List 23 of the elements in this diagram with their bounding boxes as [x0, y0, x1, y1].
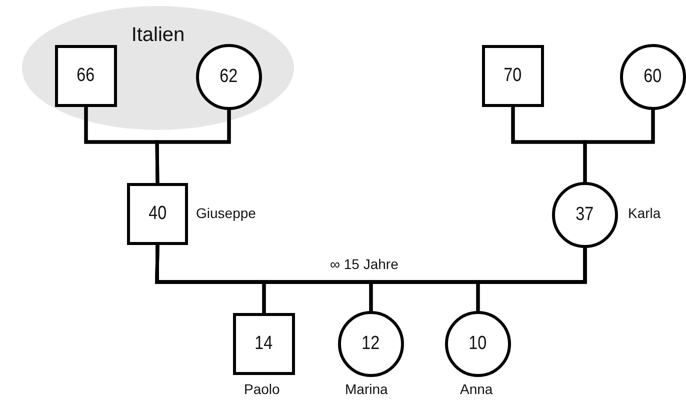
age-label: 70: [504, 65, 522, 87]
name-label: Paolo: [244, 381, 280, 397]
male-square: [127, 183, 188, 245]
male-square: [482, 45, 544, 107]
name-label: Anna: [460, 381, 493, 397]
age-label: 37: [576, 204, 594, 226]
age-label: 40: [148, 203, 166, 225]
group-label: Italien: [130, 24, 186, 47]
age-label: 62: [220, 66, 238, 88]
relationship-line: [583, 110, 655, 182]
name-label: Giuseppe: [196, 205, 256, 221]
name-label: Marina: [345, 381, 388, 397]
age-label: 60: [644, 66, 662, 88]
name-label: Karla: [628, 205, 661, 221]
age-label: 14: [255, 333, 273, 355]
male-square: [55, 45, 117, 107]
relationship-line: [476, 248, 587, 311]
relationship-line: [155, 110, 231, 184]
age-label: 66: [77, 65, 95, 87]
edge-label: ∞ 15 Jahre: [328, 256, 400, 272]
age-label: 12: [362, 333, 380, 355]
male-square: [233, 313, 295, 375]
age-label: 10: [469, 333, 487, 355]
